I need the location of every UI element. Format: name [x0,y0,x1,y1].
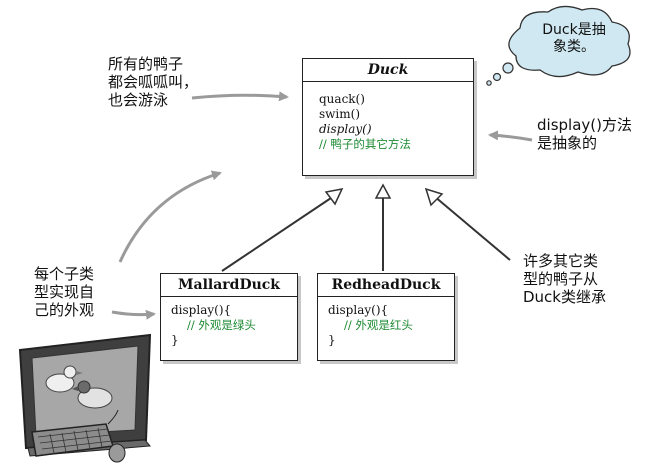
note-display-is-abstract: display()方法 是抽象的 [537,116,632,152]
note-all-ducks-quack-swim: 所有的鸭子 都会呱呱叫， 也会游泳 [108,55,199,109]
mallard-display-open: display(){ [171,303,232,317]
computer-illustration [18,333,152,463]
mallard-display-comment: // 外观是绿头 [187,318,256,332]
duck-picture-icon [45,365,113,409]
thought-cloud [486,5,631,86]
inheritance-arrow-redhead [374,183,392,271]
annotation-arrow-subclass-right [111,309,156,320]
note-other-ducks-inherit: 许多其它类 型的鸭子从 Duck类继承 [523,252,606,306]
redhead-display-close: } [328,333,336,347]
redhead-duck-class-name: RedheadDuck [318,274,454,297]
inheritance-arrow-others [424,187,511,261]
annotation-arrow-display [488,130,533,142]
mouse-icon [107,409,126,463]
mallard-display-close: } [171,333,179,347]
method-swim: swim() [319,107,361,121]
redhead-duck-class-box: RedheadDuck display(){ // 外观是红头 } [317,273,455,361]
redhead-display-comment: // 外观是红头 [344,318,413,332]
method-quack: quack() [319,92,365,106]
note-duck-is-abstract: Duck是抽 象类。 [542,22,606,55]
duck-class-name: Duck [303,59,473,82]
note-subclasses-own-look: 每个子类 型实现自 己的外观 [34,265,95,319]
mallard-duck-class-name: MallardDuck [161,274,297,297]
mallard-duck-class-box: MallardDuck display(){ // 外观是绿头 } [160,273,298,361]
duck-class-box: Duck quack() swim() display() // 鸭子的其它方法 [302,58,474,176]
annotation-arrow-all-ducks [191,91,289,102]
duck-other-methods-comment: // 鸭子的其它方法 [319,137,411,151]
redhead-display-open: display(){ [328,303,389,317]
keyboard-icon [31,423,114,457]
method-display: display() [319,122,372,136]
inheritance-arrow-mallard [221,187,344,272]
annotation-arrow-subclass-up [118,170,222,263]
